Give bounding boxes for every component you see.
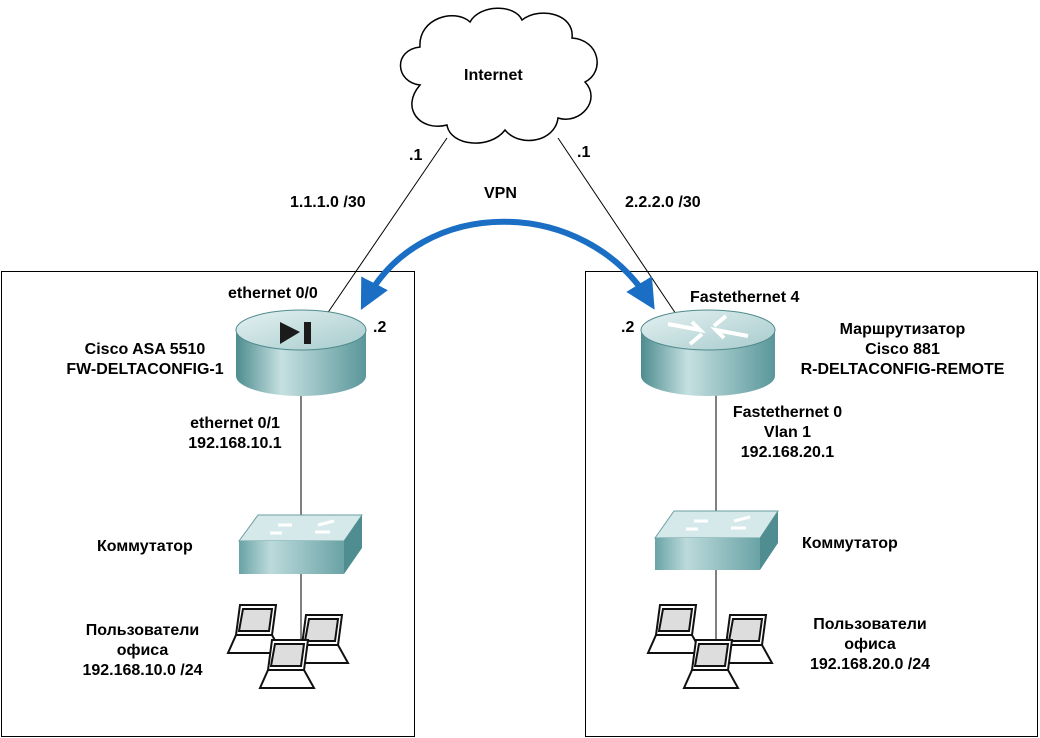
firewall-name-label: Cisco ASA 5510 FW-DELTACONFIG-1 (55, 340, 235, 380)
link-internet-router (557, 137, 681, 321)
users-right-line2: офиса (844, 636, 896, 653)
link-internet-firewall (315, 137, 448, 331)
router-outside-host-label: .2 (621, 319, 635, 336)
firewall-outside-host-label: .2 (373, 319, 387, 336)
internet-label: Internet (464, 67, 523, 84)
internet-cloud-icon (399, 7, 598, 144)
users-left-line1: Пользователи (85, 622, 200, 639)
router-name-label: Маршрутизатор Cisco 881 R-DELTACONFIG-RE… (780, 320, 1025, 380)
users-right-line1: Пользователи (813, 616, 927, 633)
firewall-inside-label: ethernet 0/1 192.168.10.1 (170, 414, 300, 454)
left-wan-host-label: .1 (409, 147, 423, 164)
users-right-label: Пользователи офиса 192.168.20.0 /24 (790, 615, 950, 675)
site-right-box (585, 271, 1038, 737)
router-inside-if-text: Fastethernet 0 (732, 404, 843, 421)
vpn-label: VPN (484, 185, 517, 202)
right-wan-net-label: 2.2.2.0 /30 (625, 194, 701, 211)
users-left-net: 192.168.10.0 /24 (82, 662, 203, 679)
users-left-line2: офиса (116, 642, 169, 659)
laptops-left-icon (226, 604, 350, 689)
firewall-outside-if-label: ethernet 0/0 (228, 285, 318, 302)
router-inside-vlan-text: Vlan 1 (763, 424, 812, 441)
firewall-inside-ip-text: 192.168.10.1 (188, 435, 282, 452)
router-inside-label: Fastethernet 0 Vlan 1 192.168.20.1 (715, 403, 860, 463)
router-hostname-text: R-DELTACONFIG-REMOTE (800, 361, 1005, 378)
site-left-box (1, 271, 415, 737)
router-inside-ip-text: 192.168.20.1 (740, 444, 835, 461)
users-right-net: 192.168.20.0 /24 (809, 656, 931, 673)
switch-right-label: Коммутатор (802, 535, 898, 552)
right-wan-host-label: .1 (577, 144, 591, 161)
vpn-tunnel-arrow (360, 218, 655, 310)
switch-left-label: Коммутатор (97, 538, 193, 555)
firewall-inside-if-text: ethernet 0/1 (190, 415, 280, 432)
firewall-model-text: Cisco ASA 5510 (84, 341, 206, 358)
firewall-hostname-text: FW-DELTACONFIG-1 (66, 361, 224, 378)
switch-right-icon (654, 510, 779, 570)
router-type-text: Маршрутизатор (839, 321, 966, 338)
firewall-asa-icon (235, 309, 367, 396)
users-left-label: Пользователи офиса 192.168.10.0 /24 (60, 621, 225, 681)
router-model-text: Cisco 881 (865, 341, 940, 358)
left-wan-net-label: 1.1.1.0 /30 (290, 194, 366, 211)
router-cisco881-icon (640, 309, 776, 396)
switch-left-icon (238, 514, 363, 574)
router-outside-if-label: Fastethernet 4 (690, 289, 800, 306)
laptops-right-icon (646, 604, 774, 689)
